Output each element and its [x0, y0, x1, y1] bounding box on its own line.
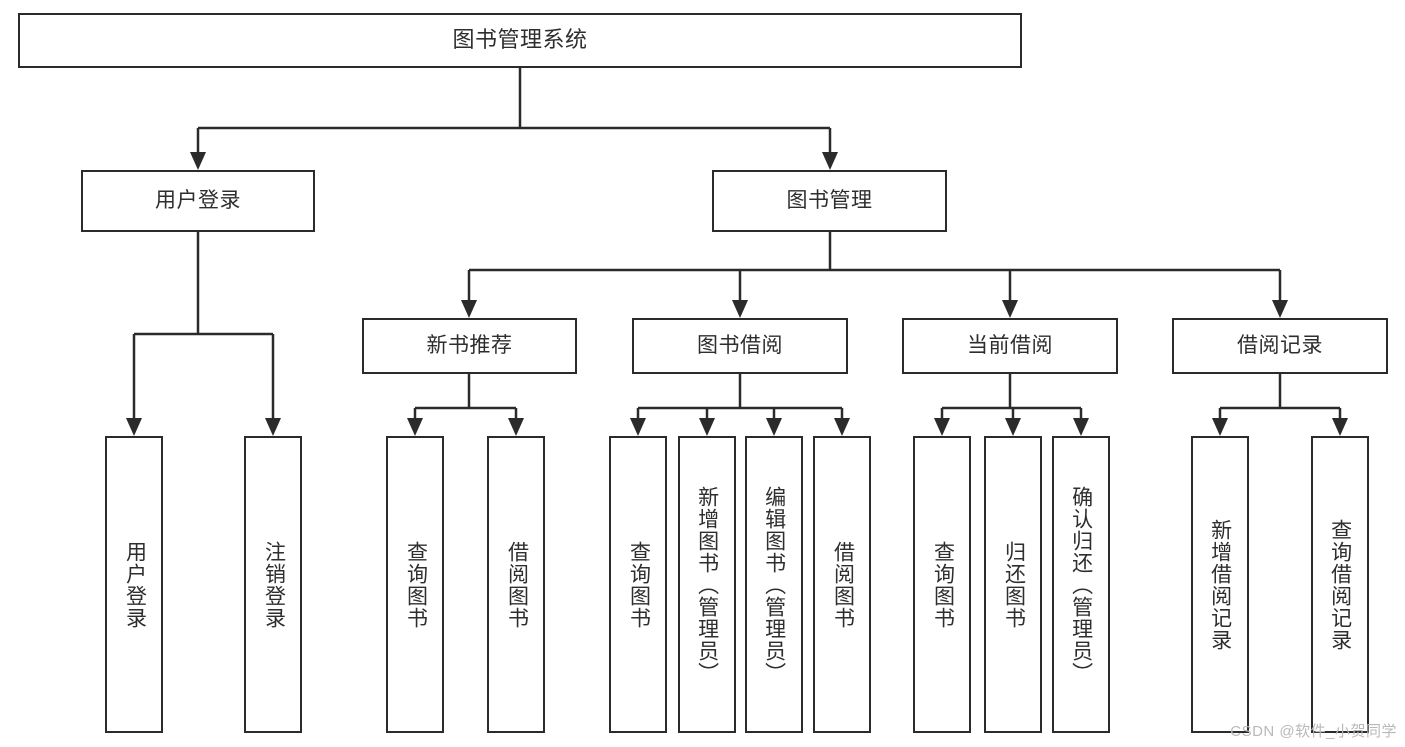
current-borrow-to-leaves-arrow-0-head — [934, 418, 950, 436]
level2-node[interactable]: 图书管理 — [712, 170, 947, 232]
current-borrow-to-leaves-arrow-2-head — [1073, 418, 1089, 436]
watermark-text: CSDN @软件_小贺同学 — [1230, 723, 1397, 740]
borrow-to-leaves-arrow-3-head — [834, 418, 850, 436]
leaf-label: 新增图书（管理员） — [695, 485, 719, 684]
leaf-node[interactable]: 借阅图书 — [487, 436, 545, 733]
borrow-record-to-leaves-arrow-0-head — [1212, 418, 1228, 436]
root-to-level2-arrow-0-head — [190, 152, 206, 170]
level3-label: 新书推荐 — [426, 334, 513, 358]
root-label: 图书管理系统 — [452, 27, 588, 53]
leaf-label: 查询图书 — [931, 540, 955, 629]
borrow-to-leaves-arrow-0-head — [630, 418, 646, 436]
current-borrow-to-leaves-arrow-1-head — [1005, 418, 1021, 436]
level2-label: 用户登录 — [155, 189, 241, 213]
leaf-label: 编辑图书（管理员） — [762, 485, 786, 684]
level3-node[interactable]: 当前借阅 — [902, 318, 1118, 374]
leaf-node[interactable]: 新增借阅记录 — [1191, 436, 1249, 733]
level3-node[interactable]: 新书推荐 — [362, 318, 577, 374]
level2-label: 图书管理 — [786, 189, 873, 213]
new-book-to-leaves-arrow-0-head — [407, 418, 423, 436]
borrow-to-leaves-arrow-2-head — [766, 418, 782, 436]
leaf-label: 查询图书 — [627, 540, 651, 629]
level3-node[interactable]: 图书借阅 — [632, 318, 848, 374]
book-manage-to-level3-arrow-1-head — [732, 300, 748, 318]
user-login-to-leaves-arrow-0-head — [126, 418, 142, 436]
leaf-node[interactable]: 确认归还（管理员） — [1052, 436, 1110, 733]
leaf-node[interactable]: 查询图书 — [386, 436, 444, 733]
root-node[interactable]: 图书管理系统 — [18, 13, 1022, 68]
leaf-label: 查询借阅记录 — [1328, 518, 1352, 651]
leaf-label: 注销登录 — [262, 540, 286, 629]
leaf-label: 归还图书 — [1002, 540, 1026, 629]
level3-node[interactable]: 借阅记录 — [1172, 318, 1388, 374]
leaf-label: 用户登录 — [123, 540, 147, 629]
leaf-node[interactable]: 查询借阅记录 — [1311, 436, 1369, 733]
leaf-label: 查询图书 — [404, 540, 428, 629]
leaf-label: 借阅图书 — [505, 540, 529, 629]
book-manage-to-level3-arrow-3-head — [1272, 300, 1288, 318]
leaf-node[interactable]: 查询图书 — [609, 436, 667, 733]
book-manage-to-level3-arrow-0-head — [461, 300, 477, 318]
leaf-label: 确认归还（管理员） — [1069, 485, 1093, 684]
leaf-node[interactable]: 注销登录 — [244, 436, 302, 733]
leaf-node[interactable]: 借阅图书 — [813, 436, 871, 733]
level2-node[interactable]: 用户登录 — [81, 170, 315, 232]
user-login-to-leaves-arrow-1-head — [265, 418, 281, 436]
level3-label: 当前借阅 — [967, 334, 1053, 358]
root-to-level2-arrow-1-head — [822, 152, 838, 170]
level3-label: 图书借阅 — [697, 334, 783, 358]
new-book-to-leaves-arrow-1-head — [508, 418, 524, 436]
borrow-record-to-leaves-arrow-1-head — [1332, 418, 1348, 436]
leaf-node[interactable]: 编辑图书（管理员） — [745, 436, 803, 733]
book-manage-to-level3-arrow-2-head — [1002, 300, 1018, 318]
leaf-node[interactable]: 查询图书 — [913, 436, 971, 733]
borrow-to-leaves-arrow-1-head — [699, 418, 715, 436]
level3-label: 借阅记录 — [1237, 334, 1323, 358]
leaf-node[interactable]: 用户登录 — [105, 436, 163, 733]
connector-lines — [126, 68, 1348, 436]
leaf-label: 新增借阅记录 — [1208, 518, 1232, 651]
leaf-label: 借阅图书 — [831, 540, 855, 629]
leaf-node[interactable]: 新增图书（管理员） — [678, 436, 736, 733]
leaf-node[interactable]: 归还图书 — [984, 436, 1042, 733]
